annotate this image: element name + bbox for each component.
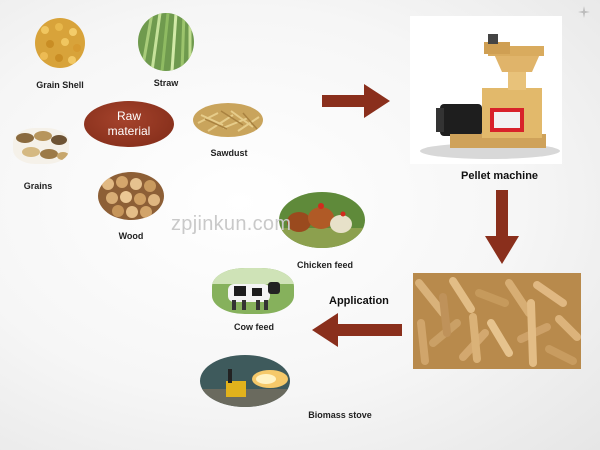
raw-material-oval: Raw material	[84, 101, 174, 147]
watermark: zpjinkun.com	[171, 213, 292, 235]
pellets-panel	[413, 273, 581, 369]
biomass-stove-image	[200, 355, 290, 407]
grains-image	[13, 128, 69, 164]
wood-image	[98, 172, 164, 220]
arrow-down-to-pellets	[485, 190, 519, 264]
raw-material-line1: Raw	[116, 109, 141, 123]
pellet-machine-panel	[410, 16, 562, 164]
pellet-machine-label: Pellet machine	[461, 170, 539, 182]
chicken-feed-image	[279, 192, 365, 248]
arrow-left-to-applications	[312, 313, 402, 347]
cow-feed-image	[212, 268, 294, 314]
wood-pellets-image	[413, 273, 581, 369]
grains-label: Grains	[23, 181, 53, 191]
grain-shell-label: Grain Shell	[36, 80, 84, 90]
sawdust-image	[193, 103, 263, 137]
pellet-machine-image	[420, 34, 560, 159]
straw-label: Straw	[153, 78, 179, 88]
raw-material-line2: material	[107, 124, 151, 138]
sawdust-label: Sawdust	[210, 148, 248, 158]
chicken-feed-label: Chicken feed	[296, 260, 354, 270]
cow-feed-label: Cow feed	[233, 322, 275, 332]
corner-star-icon	[578, 6, 590, 18]
biomass-stove-label: Biomass stove	[308, 410, 372, 420]
grain-shell-image	[35, 18, 85, 68]
arrow-right-to-machine	[322, 84, 390, 118]
wood-label: Wood	[118, 231, 144, 241]
application-label: Application	[329, 295, 389, 307]
straw-image	[138, 13, 194, 71]
